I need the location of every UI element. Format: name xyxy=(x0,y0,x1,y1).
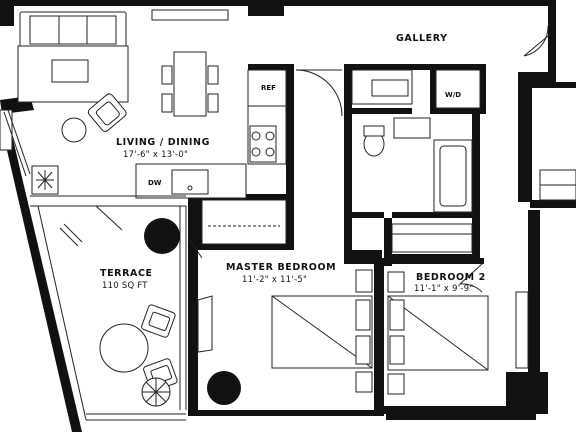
living-dimensions: 17'-6" x 13'-0" xyxy=(123,149,188,159)
gallery-label: GALLERY xyxy=(396,33,448,44)
living-furniture xyxy=(0,9,229,195)
interior-walls xyxy=(188,64,486,416)
terrace-area: 110 SQ FT xyxy=(102,280,148,290)
master-bedroom-dimensions: 11'-2" x 11'-5" xyxy=(242,274,307,284)
bedroom2-dimensions: 11'-1" x 9'-9" xyxy=(414,283,473,293)
bedroom2-label: BEDROOM 2 xyxy=(416,272,486,283)
bathroom xyxy=(351,69,481,253)
dishwasher-label: DW xyxy=(148,179,162,187)
bedroom2-furniture xyxy=(387,271,529,395)
terrace-label: TERRACE xyxy=(100,268,153,279)
kitchen xyxy=(135,69,287,199)
living-label: LIVING / DINING xyxy=(116,137,210,148)
master-closet xyxy=(201,199,287,245)
refrigerator-label: REF xyxy=(261,84,276,92)
master-furniture xyxy=(197,269,373,393)
washer-dryer-label: W/D xyxy=(445,91,461,99)
right-windows xyxy=(539,169,576,201)
master-bedroom-label: MASTER BEDROOM xyxy=(226,262,336,273)
terrace xyxy=(30,195,241,421)
